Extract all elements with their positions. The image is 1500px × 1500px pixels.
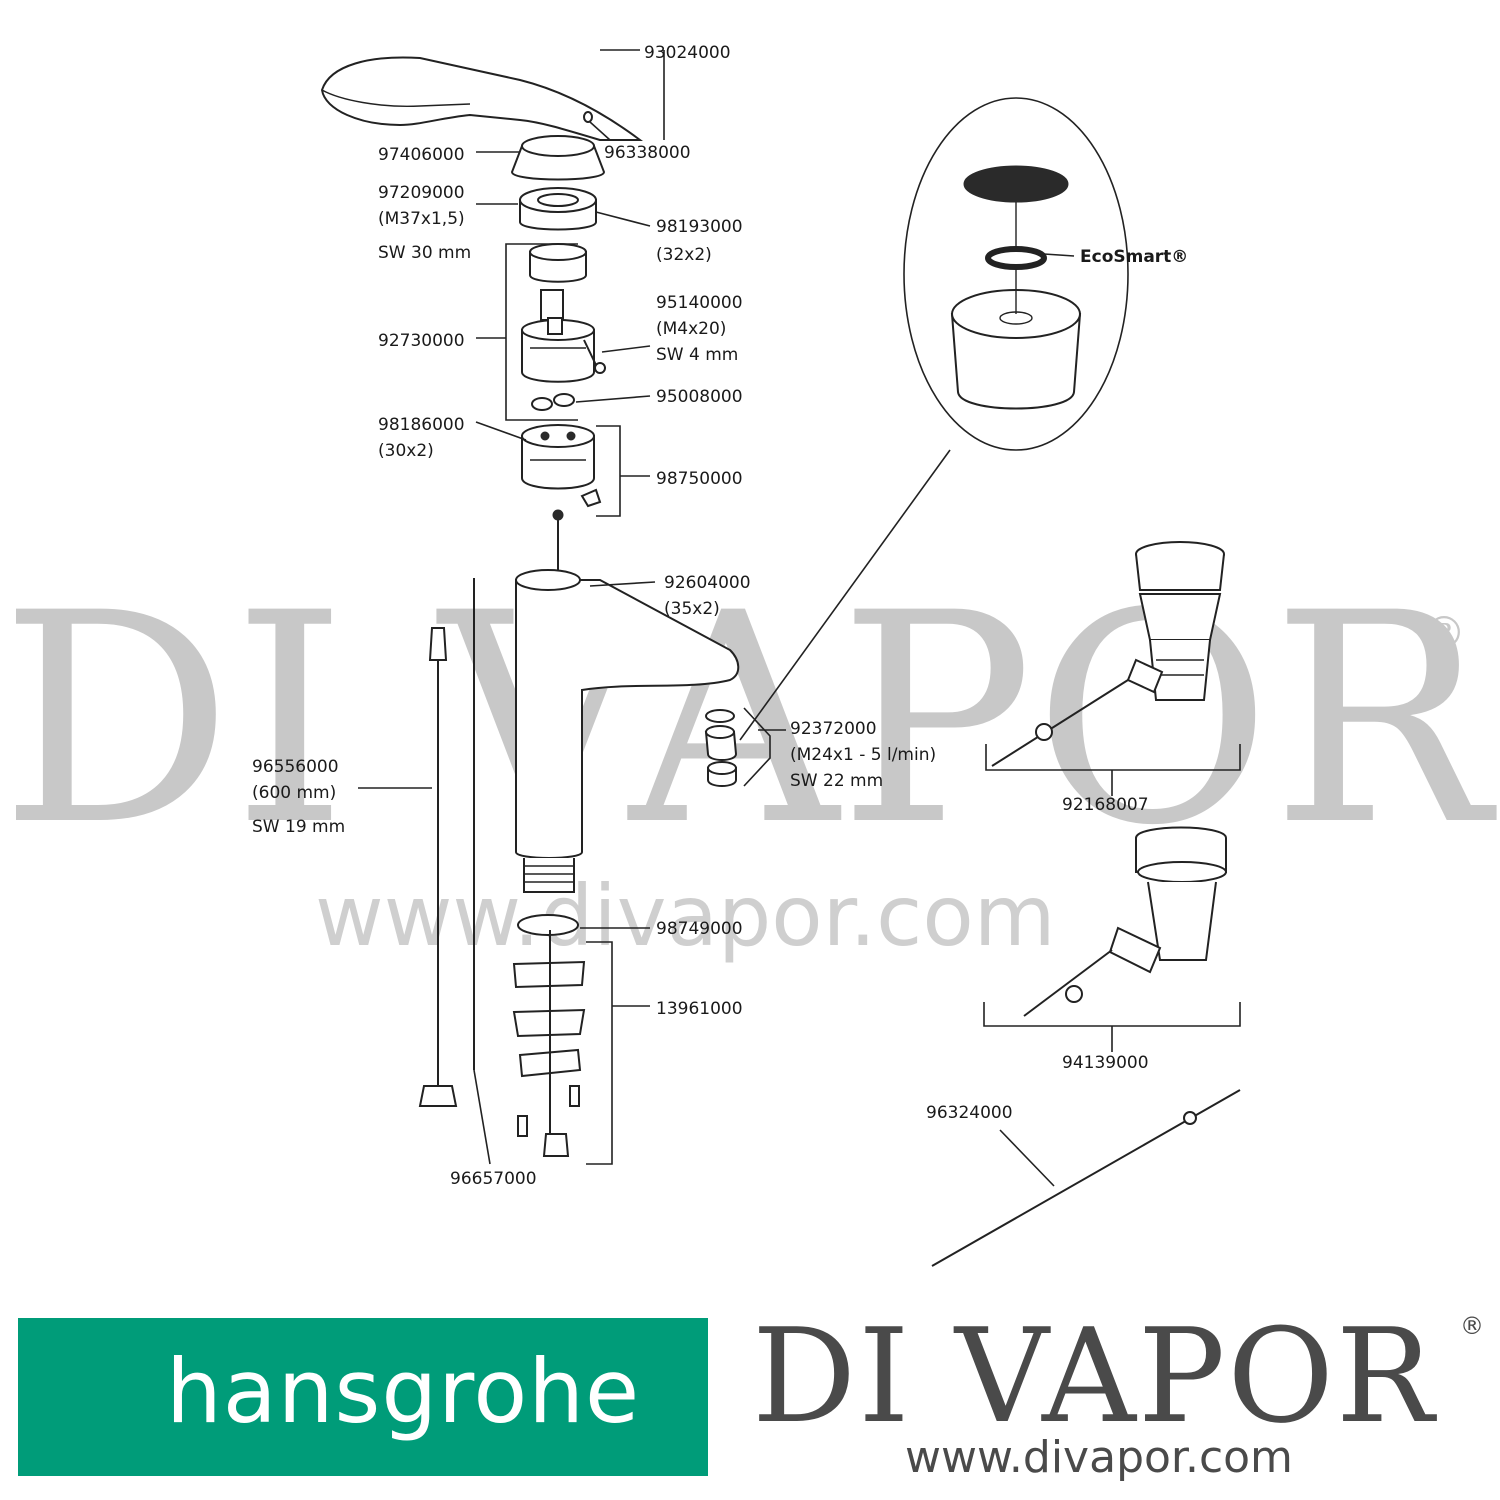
bracket-92730000 (505, 243, 578, 421)
clip (580, 488, 602, 508)
spout-body (515, 509, 740, 893)
bracket-94139000 (983, 1002, 1241, 1027)
diverter-body (521, 424, 595, 490)
label-92730000: 92730000 (378, 331, 465, 351)
label-97209000: 97209000 (378, 183, 465, 203)
label-98193000-spec: (32x2) (656, 245, 712, 265)
label-92604000-spec: (35x2) (664, 599, 720, 619)
label-95140000: 95140000 (656, 293, 743, 313)
label-97406000: 97406000 (378, 145, 465, 165)
label-94139000: 94139000 (1062, 1053, 1149, 1073)
lever-handle (320, 56, 644, 141)
label-96324000: 96324000 (926, 1103, 1013, 1123)
label-98186000: 98186000 (378, 415, 465, 435)
label-98749000: 98749000 (656, 919, 743, 939)
label-96556000: 96556000 (252, 757, 339, 777)
hansgrohe-logo: hansgrohe (18, 1318, 708, 1476)
screw (583, 339, 606, 374)
ecosmart-detail (739, 97, 1129, 741)
bracket-13961000 (586, 941, 613, 1165)
cover-cap (510, 135, 606, 181)
fixing-screw (517, 1115, 528, 1137)
label-ecosmart: EcoSmart® (1080, 247, 1188, 267)
waste-94139000 (1023, 826, 1227, 1017)
aerator (704, 709, 738, 787)
bracket-98750000 (596, 425, 621, 517)
inlet-hose (418, 627, 458, 1107)
bracket-92372000 (743, 707, 771, 787)
fixing-screw (569, 1085, 580, 1107)
hex-nut (519, 187, 597, 231)
label-98750000: 98750000 (656, 469, 743, 489)
label-95140000-sw: SW 4 mm (656, 345, 738, 365)
label-96657000: 96657000 (450, 1169, 537, 1189)
label-92372000-sw: SW 22 mm (790, 771, 883, 791)
hansgrohe-logo-text: hansgrohe (166, 1340, 641, 1443)
bracket-92168007 (985, 744, 1241, 771)
footer-reg-mark: ® (1460, 1312, 1484, 1340)
leader-lines (358, 49, 1075, 1187)
watermark-url: www.divapor.com (315, 867, 1056, 965)
label-92604000: 92604000 (664, 573, 751, 593)
ecosmart-ring (985, 246, 1047, 270)
label-93024000: 93024000 (644, 43, 731, 63)
mounting-seals (512, 914, 586, 1157)
cartridge (521, 243, 606, 411)
label-92372000: 92372000 (790, 719, 877, 739)
label-92168007: 92168007 (1062, 795, 1149, 815)
label-98193000: 98193000 (656, 217, 743, 237)
label-13961000: 13961000 (656, 999, 743, 1019)
label-96338000: 96338000 (604, 143, 691, 163)
waste-lift-rod (931, 1089, 1241, 1267)
label-97209000-spec: (M37x1,5) (378, 209, 465, 229)
footer-brand: DI VAPOR (752, 1300, 1436, 1452)
label-96556000-spec: (600 mm) (252, 783, 336, 803)
label-92372000-spec: (M24x1 - 5 l/min) (790, 745, 936, 765)
label-96556000-sw: SW 19 mm (252, 817, 345, 837)
pop-up-waste-92168007 (991, 541, 1225, 767)
o-rings (531, 393, 575, 411)
watermark-brand: DI VAPOR (0, 552, 1498, 889)
label-98186000-spec: (30x2) (378, 441, 434, 461)
label-95140000-spec: (M4x20) (656, 319, 726, 339)
label-95008000: 95008000 (656, 387, 743, 407)
watermark-reg: ® (1422, 608, 1466, 659)
footer-url: www.divapor.com (905, 1432, 1293, 1483)
label-97209000-sw: SW 30 mm (378, 243, 471, 263)
